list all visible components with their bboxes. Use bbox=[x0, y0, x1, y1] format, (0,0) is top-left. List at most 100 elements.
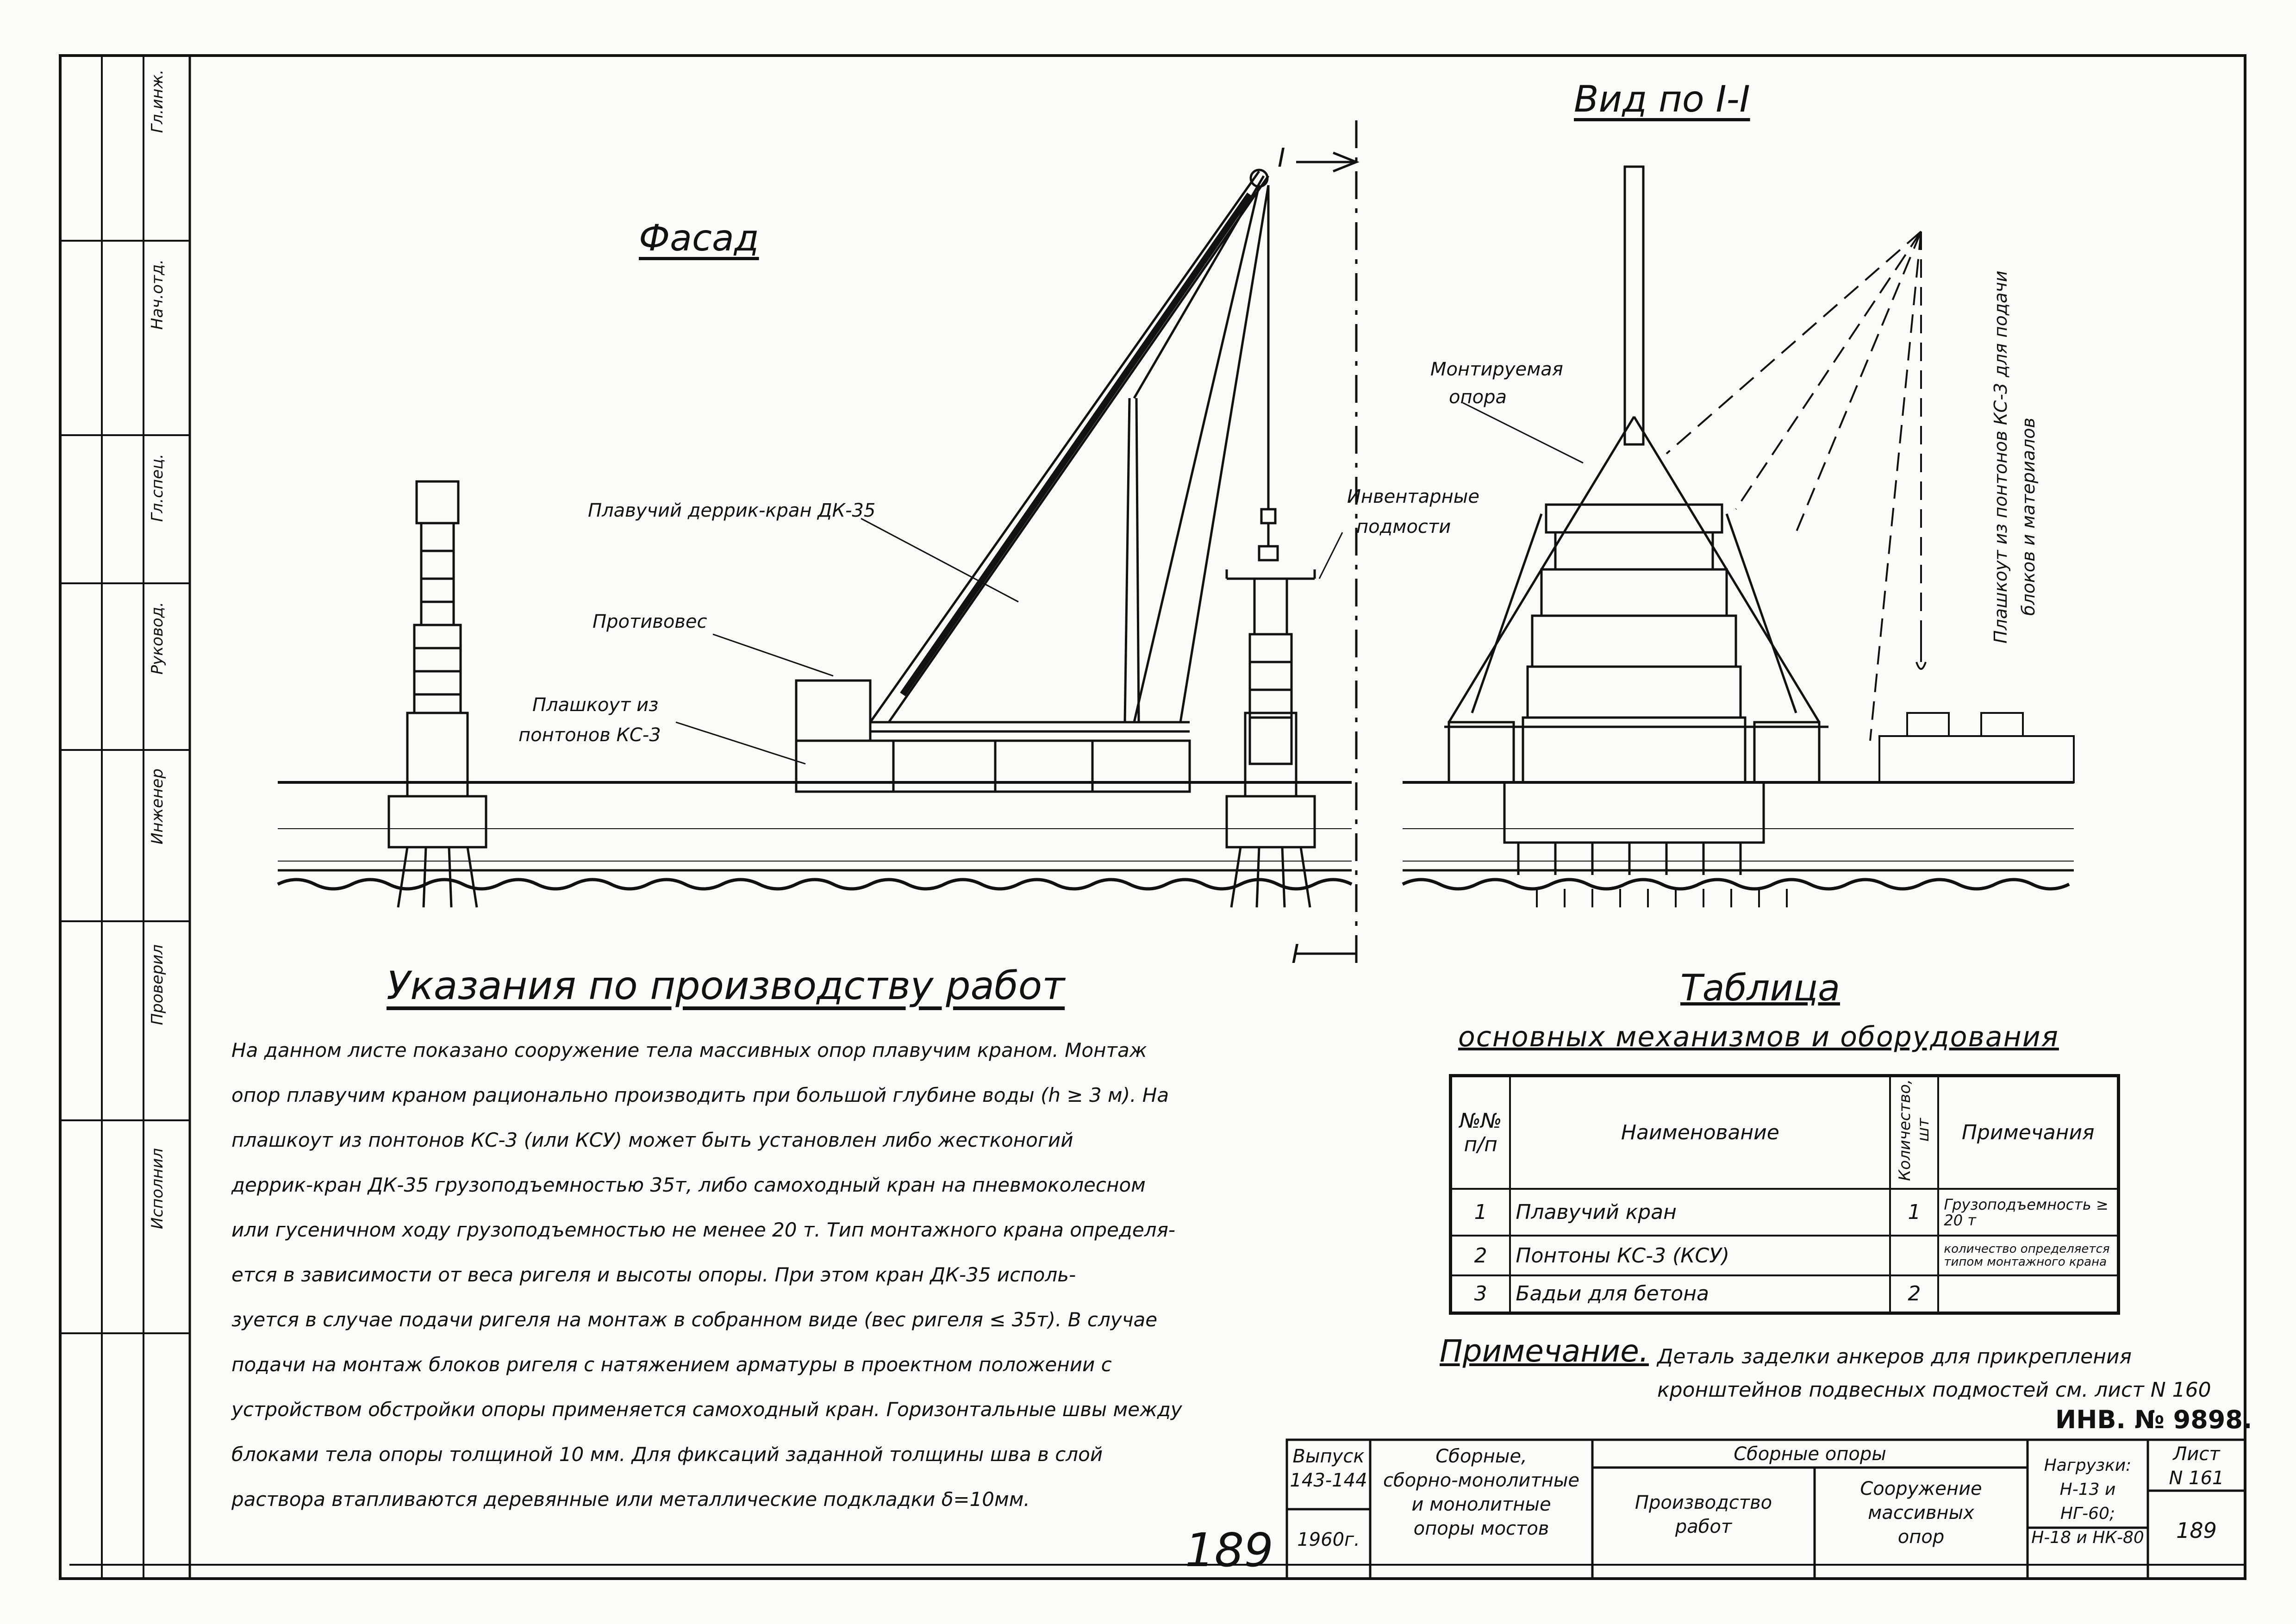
instructions-line: ется в зависимости от веса ригеля и высо… bbox=[231, 1263, 1076, 1286]
note-label: Примечание. bbox=[1440, 1333, 1649, 1369]
instructions-line: опор плавучим краном рационально произво… bbox=[231, 1084, 1169, 1106]
instructions-line: раствора втапливаются деревянные или мет… bbox=[231, 1488, 1030, 1511]
tb-series-line: и монолитные bbox=[1411, 1494, 1551, 1515]
instructions-line: устройством обстройки опоры применяется … bbox=[231, 1398, 1182, 1421]
tb-loads: Нагрузки: Н-13 и НГ-60; Н-18 и НК-80 bbox=[2030, 1454, 2146, 1550]
section-piles bbox=[1536, 889, 1788, 907]
left-strip-grid bbox=[60, 56, 190, 1579]
tb-sheet-num: N 161 bbox=[2169, 1468, 2224, 1489]
section-marker-top: I bbox=[1278, 143, 1285, 173]
handwritten-page-number: 189 bbox=[1185, 1523, 1273, 1577]
instructions-line: подачи на монтаж блоков ригеля с натяжен… bbox=[231, 1353, 1112, 1376]
row-name: Плавучий кран bbox=[1509, 1187, 1891, 1237]
note-line: Деталь заделки анкеров для прикрепления bbox=[1657, 1345, 2132, 1368]
row-note: Грузоподъемность ≥ 20 т bbox=[1937, 1187, 2120, 1237]
header-qty-text: Количество, шт bbox=[1896, 1079, 1933, 1181]
tb-work-line: работ bbox=[1675, 1516, 1732, 1537]
pontoon-label-line1: Плашкоут из bbox=[532, 694, 659, 716]
left-strip-label: Нач.отд. bbox=[148, 259, 167, 330]
note-text: Деталь заделки анкеров для прикрепления … bbox=[1657, 1340, 2211, 1407]
facade-water bbox=[277, 781, 1353, 891]
table-row: 3 Бадьи для бетона 2 bbox=[1449, 1274, 2120, 1314]
header-name: Наименование bbox=[1509, 1074, 1891, 1190]
feed-pontoon-crane bbox=[1666, 231, 2075, 783]
support-under-construction bbox=[1225, 569, 1316, 908]
tb-series-line: опоры мостов bbox=[1413, 1518, 1549, 1539]
tb-sheet: Лист N 161 bbox=[2150, 1442, 2243, 1490]
left-strip-label: Руковод. bbox=[148, 602, 167, 675]
instructions-line: На данном листе показано сооружение тела… bbox=[231, 1039, 1147, 1062]
row-note: количество определяется типом монтажного… bbox=[1937, 1235, 2120, 1276]
tb-issue: Выпуск 143-144 bbox=[1289, 1444, 1368, 1493]
feed-pontoon-label-line2: блоков и материалов bbox=[2018, 418, 2039, 616]
instructions-line: плашкоут из понтонов КС-3 (или КСУ) може… bbox=[231, 1129, 1073, 1151]
crane-label: Плавучий деррик-кран ДК-35 bbox=[588, 500, 876, 521]
title-block-grid bbox=[1285, 1438, 2246, 1580]
instructions-body: На данном листе показано сооружение тела… bbox=[231, 1028, 1268, 1522]
facade-title: Фасад bbox=[639, 218, 759, 259]
instructions-line: зуется в случае подачи ригеля на монтаж … bbox=[231, 1308, 1158, 1331]
row-num: 3 bbox=[1449, 1274, 1511, 1314]
tb-sheet-label: Лист bbox=[2173, 1443, 2220, 1465]
tb-series-line: сборно-монолитные bbox=[1383, 1470, 1580, 1491]
left-strip-label: Гл.инж. bbox=[148, 69, 167, 133]
floating-derrick-crane bbox=[795, 169, 1279, 793]
table-title: Таблица bbox=[1680, 968, 1840, 1009]
left-strip-label: Инженер bbox=[148, 768, 167, 844]
row-num: 2 bbox=[1449, 1235, 1511, 1276]
tb-header: Сборные опоры bbox=[1734, 1443, 1886, 1465]
row-qty: 2 bbox=[1889, 1274, 1940, 1314]
tb-structure: Сооружение массивных опор bbox=[1817, 1477, 2025, 1549]
header-num: №№ п/п bbox=[1449, 1074, 1511, 1190]
pontoon-label-line2: понтонов КС-3 bbox=[518, 725, 661, 746]
table-header-row: №№ п/п Наименование Количество, шт Приме… bbox=[1449, 1074, 2120, 1190]
tb-loads-line: Н-13 и НГ-60; bbox=[2059, 1480, 2116, 1523]
tb-structure-line: массивных bbox=[1868, 1502, 1974, 1524]
counterweight-label: Противовес bbox=[593, 611, 707, 632]
mechanisms-table: №№ п/п Наименование Количество, шт Приме… bbox=[1449, 1074, 2120, 1315]
leader-lines bbox=[675, 402, 1584, 765]
tb-structure-line: Сооружение bbox=[1860, 1478, 1982, 1499]
instructions-line: или гусеничном ходу грузоподъемностью не… bbox=[231, 1218, 1176, 1241]
tb-sheet-page: 189 bbox=[2176, 1518, 2217, 1543]
row-note bbox=[1937, 1274, 2120, 1314]
completed-support bbox=[387, 480, 487, 908]
feed-pontoon-label-line1: Плашкоут из понтонов КС-3 для подачи bbox=[1990, 270, 2011, 643]
inventory-number: ИНВ. № 9898. bbox=[2055, 1405, 2252, 1434]
table-row: 1 Плавучий кран 1 Грузоподъемность ≥ 20 … bbox=[1449, 1187, 2120, 1237]
instructions-line: блоками тела опоры толщиной 10 мм. Для ф… bbox=[231, 1443, 1103, 1466]
tb-series-line: Сборные, bbox=[1435, 1446, 1527, 1467]
row-qty bbox=[1889, 1235, 1940, 1276]
tb-year: 1960г. bbox=[1297, 1529, 1360, 1550]
row-name: Бадьи для бетона bbox=[1509, 1274, 1891, 1314]
section-support bbox=[1444, 165, 1828, 875]
scaffold-label-line1: Инвентарные bbox=[1347, 486, 1479, 507]
header-qty: Количество, шт bbox=[1889, 1074, 1940, 1190]
section-marker-bottom: I bbox=[1292, 939, 1299, 969]
section-title: Вид по I-I bbox=[1574, 79, 1750, 120]
tb-issue-label: Выпуск bbox=[1292, 1446, 1365, 1467]
support-label-line2: опора bbox=[1449, 387, 1507, 408]
tb-series: Сборные, сборно-монолитные и монолитные … bbox=[1373, 1444, 1590, 1541]
scaffold-label-line2: подмости bbox=[1356, 516, 1451, 537]
tb-loads-label: Нагрузки: bbox=[2044, 1456, 2132, 1475]
note-line: кронштейнов подвесных подмостей см. лист… bbox=[1657, 1378, 2211, 1402]
support-label-line1: Монтируемая bbox=[1430, 359, 1563, 380]
tb-loads-line: Н-18 и НК-80 bbox=[2031, 1528, 2144, 1547]
section-line bbox=[1296, 120, 1360, 968]
tb-structure-line: опор bbox=[1897, 1526, 1945, 1548]
tb-work-line: Производство bbox=[1635, 1492, 1772, 1513]
row-name: Понтоны КС-3 (КСУ) bbox=[1509, 1235, 1891, 1276]
tb-work: Производство работ bbox=[1595, 1491, 1812, 1539]
instructions-line: деррик-кран ДК-35 грузоподъемностью 35т,… bbox=[231, 1174, 1146, 1196]
instructions-title: Указания по производству работ bbox=[387, 963, 1065, 1008]
row-num: 1 bbox=[1449, 1187, 1511, 1237]
row-qty: 1 bbox=[1889, 1187, 1940, 1237]
tb-issue-value: 143-144 bbox=[1290, 1470, 1367, 1491]
table-row: 2 Понтоны КС-3 (КСУ) количество определя… bbox=[1449, 1235, 2120, 1276]
table-subtitle: основных механизмов и оборудования bbox=[1458, 1021, 2059, 1053]
left-strip-label: Проверил bbox=[148, 944, 167, 1025]
left-strip-label: Гл.спец. bbox=[148, 454, 167, 522]
